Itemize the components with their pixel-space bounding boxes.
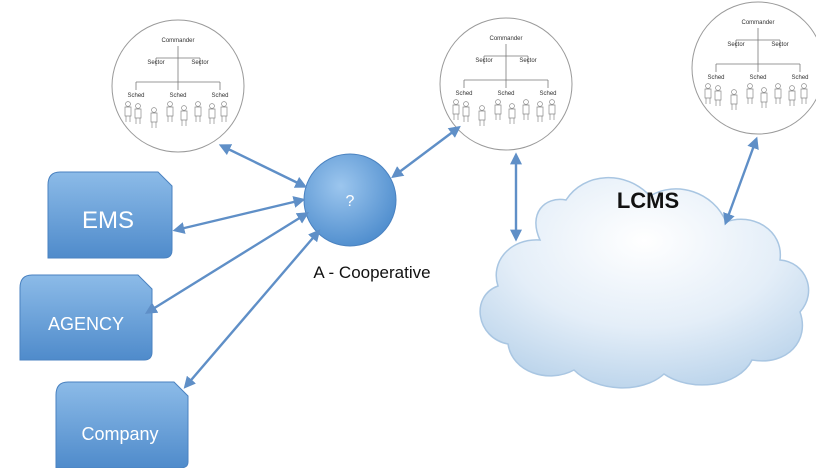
- cooperative-label: A - Cooperative: [313, 263, 430, 282]
- org-sched-label: Sched: [497, 91, 514, 97]
- agency-label: AGENCY: [48, 314, 124, 334]
- agency-box: AGENCY: [19, 274, 153, 361]
- hub-label: ?: [346, 193, 355, 210]
- arrow-org-left-hub: [218, 144, 308, 188]
- org-sector-label: Sector: [727, 42, 744, 48]
- arrow-company-hub: [183, 229, 321, 389]
- ems-box: EMS: [47, 171, 173, 259]
- org-chart-right: Commander Sector Sector Sched Sched Sche…: [691, 1, 816, 135]
- org-sched-label: Sched: [791, 75, 808, 81]
- org-sector-label: Sector: [519, 58, 536, 64]
- org-sched-label: Sched: [127, 93, 144, 99]
- org-sched-label: Sched: [211, 93, 228, 99]
- lcms-cloud: LCMS: [479, 176, 810, 389]
- arrow-cloud-org-right: [723, 136, 759, 226]
- lcms-label: LCMS: [617, 188, 679, 213]
- company-box: Company: [55, 381, 189, 468]
- org-sched-label: Sched: [539, 91, 556, 97]
- org-sector-label: Sector: [771, 42, 788, 48]
- org-commander-label: Commander: [741, 20, 774, 26]
- org-commander-label: Commander: [489, 36, 522, 42]
- org-chart-middle: Commander Sector Sector Sched Sched Sche…: [439, 17, 573, 151]
- arrow-hub-org-middle: [391, 125, 461, 179]
- org-sched-label: Sched: [707, 75, 724, 81]
- org-sched-label: Sched: [749, 75, 766, 81]
- ems-label: EMS: [82, 207, 134, 234]
- org-sector-label: Sector: [147, 60, 164, 66]
- org-sched-label: Sched: [169, 93, 186, 99]
- org-commander-label: Commander: [161, 38, 194, 44]
- org-sched-label: Sched: [455, 91, 472, 97]
- company-label: Company: [81, 424, 158, 444]
- arrow-ems-hub: [172, 196, 306, 234]
- org-sector-label: Sector: [475, 58, 492, 64]
- org-sector-label: Sector: [191, 60, 208, 66]
- org-chart-left: Commander Sector Sector Sched Sched Sche…: [111, 19, 245, 153]
